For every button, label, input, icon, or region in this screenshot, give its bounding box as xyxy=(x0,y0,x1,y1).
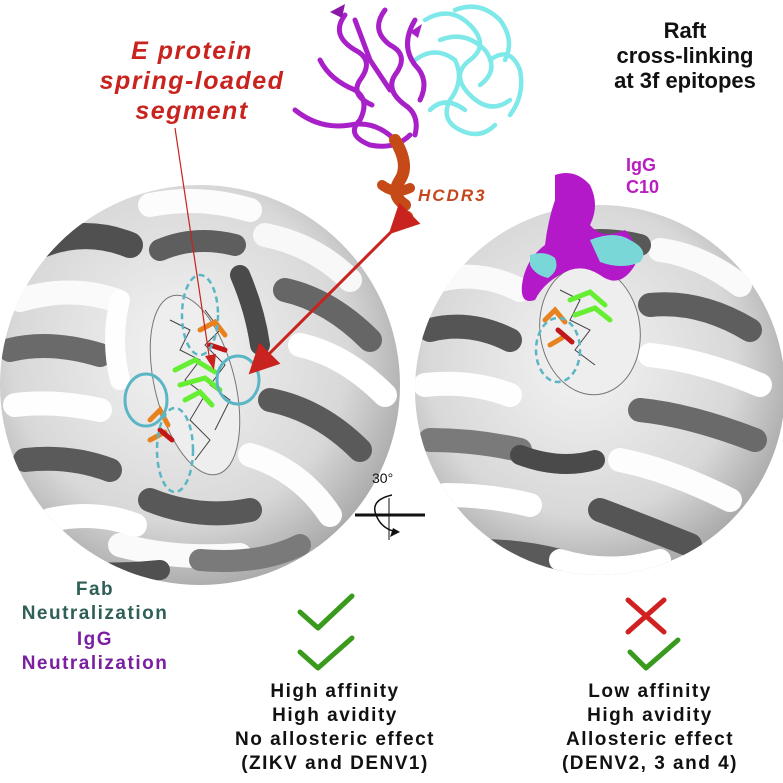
igg-neut-line-2: Neutralization xyxy=(21,653,169,674)
right-raft xyxy=(521,172,644,396)
left-prop-4: (ZIKV and DENV1) xyxy=(241,753,429,774)
right-prop-3: Allosteric effect xyxy=(565,729,735,750)
rotation-angle-label: 30° xyxy=(372,470,394,486)
spring-loaded-line-3: segment xyxy=(135,97,249,125)
hcdr3-loop xyxy=(377,134,415,226)
spring-loaded-line-1: E protein xyxy=(131,37,253,65)
left-ellipse-top xyxy=(180,273,220,357)
right-properties: Low affinity High avidity Allosteric eff… xyxy=(520,680,780,776)
raft-crosslinking-label: Raft cross-linking at 3f epitopes xyxy=(600,18,770,93)
right-fab-cross-icon xyxy=(625,597,667,635)
fab-line-1: Fab xyxy=(75,579,115,600)
rotation-icon xyxy=(355,494,425,540)
right-ellipse-bottom xyxy=(534,316,582,384)
left-ellipse-left xyxy=(123,372,169,428)
raft-line-1: Raft xyxy=(663,18,707,43)
spring-loaded-label: E protein spring-loaded segment xyxy=(92,36,292,126)
raft-line-3: at 3f epitopes xyxy=(614,68,756,93)
left-ellipse-bottom xyxy=(155,406,195,494)
fab-neutralization-label: Fab Neutralization xyxy=(0,578,190,626)
left-ellipse-right xyxy=(215,354,261,406)
left-prop-2: High avidity xyxy=(272,705,398,726)
right-epitope-green xyxy=(567,289,613,323)
spring-loaded-line-2: spring-loaded xyxy=(99,67,285,95)
right-prop-2: High avidity xyxy=(587,705,713,726)
igg-c10-label: IgG C10 xyxy=(626,154,659,198)
right-igg-check-icon xyxy=(627,637,681,671)
right-epitope-red xyxy=(555,327,575,345)
raft-line-2: cross-linking xyxy=(616,43,754,68)
right-prop-4: (DENV2, 3 and 4) xyxy=(561,753,739,774)
fab-line-2: Neutralization xyxy=(21,603,169,624)
pointer-line xyxy=(174,127,211,363)
left-properties: High affinity High avidity No allosteric… xyxy=(205,680,465,776)
left-fab-check-icon xyxy=(297,593,355,631)
left-igg-check-icon xyxy=(297,635,355,671)
igg-c10-line-1: IgG xyxy=(626,155,656,175)
hcdr3-label: HCDR3 xyxy=(418,186,487,205)
igg-neutralization-label: IgG Neutralization xyxy=(0,628,190,676)
igg-neut-line-1: IgG xyxy=(76,629,114,650)
right-igg-density xyxy=(521,172,644,301)
left-prop-1: High affinity xyxy=(270,681,400,702)
igg-c10-line-2: C10 xyxy=(626,177,660,197)
hcdr3-double-arrow xyxy=(248,202,421,375)
pointer-arrow-head xyxy=(205,354,216,370)
left-prop-3: No allosteric effect xyxy=(235,729,435,750)
right-prop-1: Low affinity xyxy=(588,681,712,702)
fab-ribbon xyxy=(292,4,524,173)
light-chain xyxy=(412,4,524,137)
left-epitope-green xyxy=(172,357,223,408)
